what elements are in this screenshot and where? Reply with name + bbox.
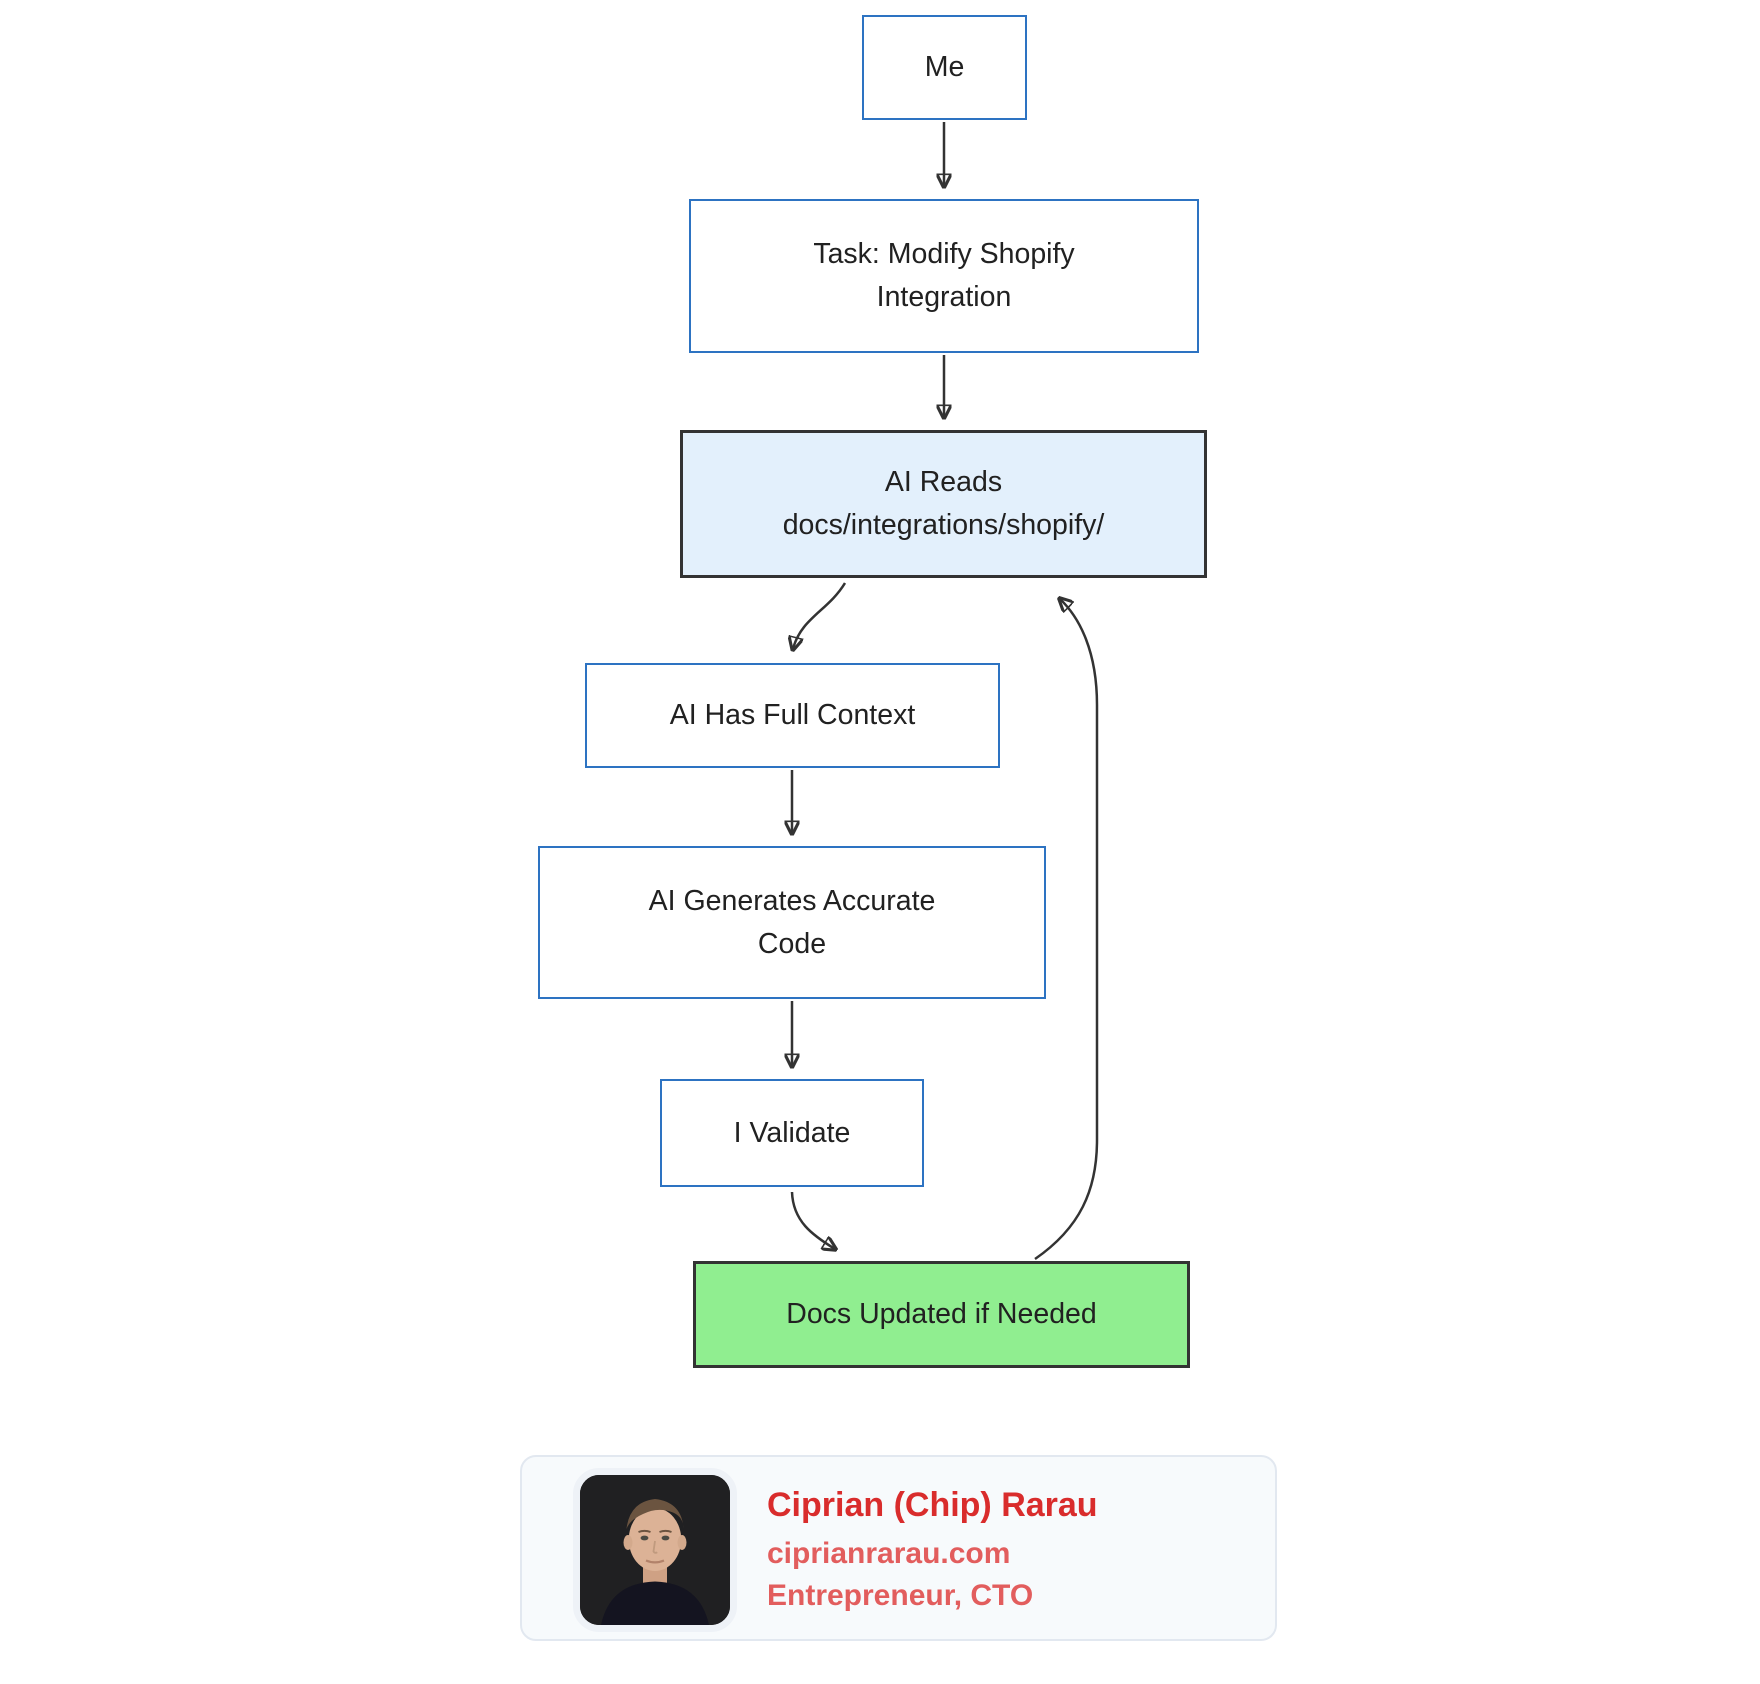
node-task: Task: Modify Shopify Integration [689, 199, 1199, 353]
author-avatar [573, 1468, 737, 1632]
node-ai-generates-code: AI Generates Accurate Code [538, 846, 1046, 999]
node-me: Me [862, 15, 1027, 120]
node-me-label: Me [924, 51, 965, 83]
node-i-validate: I Validate [660, 1079, 924, 1187]
node-ai-reads-docs: AI Reads docs/integrations/shopify/ [680, 430, 1207, 578]
node-validate-label: I Validate [733, 1116, 851, 1149]
node-context-label: AI Has Full Context [669, 699, 916, 731]
author-website: ciprianrarau.com [767, 1537, 1011, 1570]
node-ai-reads-label-line1: AI Reads [884, 466, 1003, 498]
edge-aireads-to-context [793, 582, 847, 649]
node-task-label-line1: Task: Modify Shopify [813, 238, 1075, 270]
node-task-label-line2: Integration [876, 281, 1012, 313]
node-docs-label: Docs Updated if Needed [786, 1298, 1097, 1330]
node-generate-label-line1: AI Generates Accurate [648, 884, 936, 917]
node-ai-has-full-context: AI Has Full Context [585, 663, 1000, 768]
portrait-illustration [580, 1475, 730, 1625]
node-generate-label-line2: Code [757, 927, 827, 960]
node-ai-reads-label-line2: docs/integrations/shopify/ [782, 509, 1105, 541]
edge-docs-to-aireads [1034, 599, 1099, 1261]
author-card: Ciprian (Chip) Rarau ciprianrarau.com En… [520, 1455, 1277, 1641]
author-text-block: Ciprian (Chip) Rarau ciprianrarau.com En… [767, 1485, 1098, 1613]
edge-validate-to-docs [790, 1191, 835, 1249]
node-docs-updated: Docs Updated if Needed [693, 1261, 1190, 1368]
author-role: Entrepreneur, CTO [767, 1579, 1034, 1612]
author-name: Ciprian (Chip) Rarau [767, 1486, 1098, 1524]
